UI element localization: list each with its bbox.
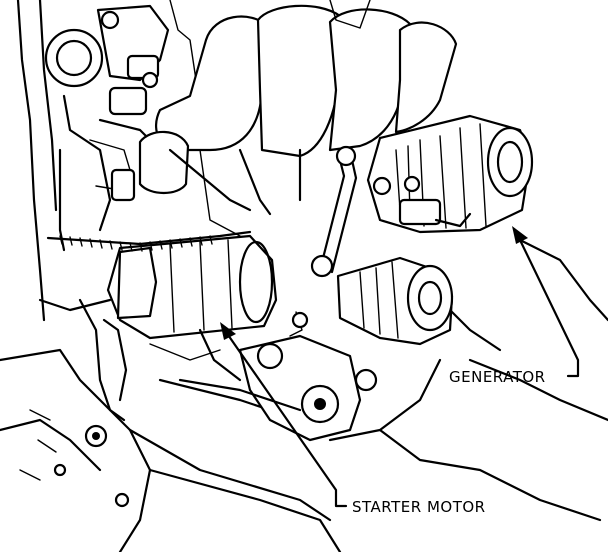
- starter-motor-arrowhead: [220, 322, 236, 340]
- generator-arrowhead: [512, 226, 528, 244]
- oil-filter: [310, 254, 454, 346]
- generator: [366, 114, 534, 234]
- throttle-body: [44, 0, 197, 232]
- starter-motor-leader: [220, 322, 348, 508]
- mount-bracket: [149, 311, 378, 442]
- generator-leader: [512, 226, 580, 378]
- starter-motor: [38, 230, 278, 422]
- starter-motor-label: STARTER MOTOR: [352, 498, 486, 516]
- generator-label: GENERATOR: [449, 368, 546, 386]
- intake-manifold: [138, 0, 458, 237]
- adjuster-rod: [318, 145, 358, 274]
